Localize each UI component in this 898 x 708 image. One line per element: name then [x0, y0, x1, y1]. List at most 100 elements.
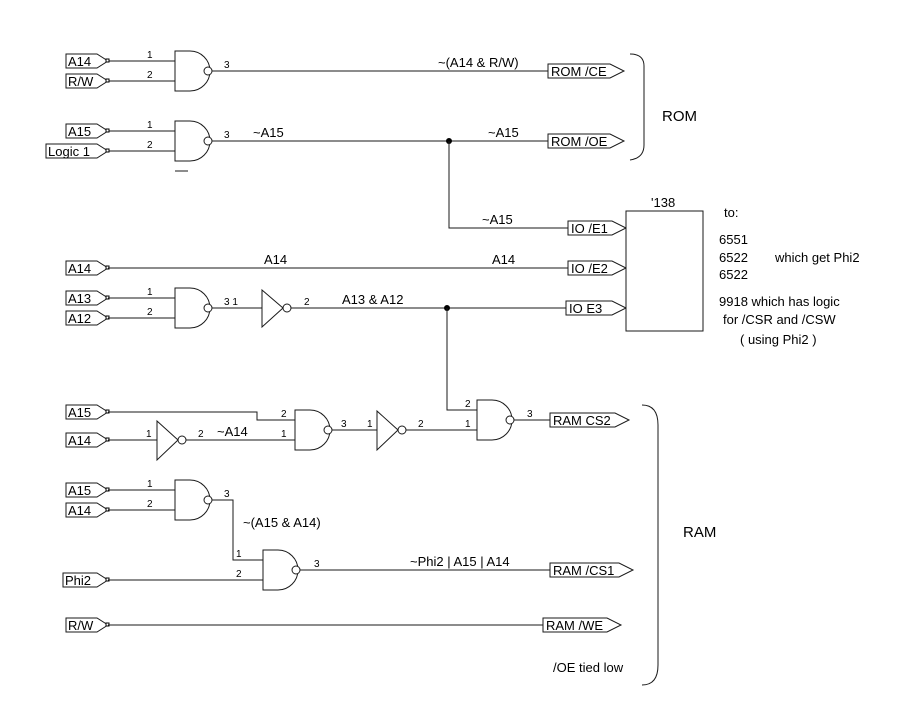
port-label: RAM /CS1	[553, 563, 614, 578]
port-label: Phi2	[65, 573, 91, 588]
net-label: A14	[492, 252, 515, 267]
port-label: A14	[68, 261, 91, 276]
note-phi2: which get Phi2	[774, 250, 860, 265]
wire	[212, 499, 263, 561]
pin-number: 1	[367, 419, 373, 430]
input-port-a15-ram1: A15	[65, 404, 109, 420]
output-port-io-e3: IO E3	[565, 300, 628, 316]
pin-number: 2	[147, 307, 153, 318]
inverter-ram	[376, 409, 407, 452]
net-label: ~A15	[482, 212, 513, 227]
pin-number: 3	[314, 559, 320, 570]
output-port-rom-ce: ROM /CE	[547, 63, 626, 79]
nand-gate-ram-a	[294, 409, 333, 451]
pin-number: 1	[465, 419, 471, 430]
pin-number: 2	[198, 429, 204, 440]
port-label: A14	[68, 433, 91, 448]
note-to: to:	[724, 205, 738, 220]
output-port-io-e1: IO /E1	[567, 220, 628, 236]
nand-gate-rom-oe	[174, 120, 213, 162]
pin-number: 1	[146, 429, 152, 440]
port-label: R/W	[68, 74, 94, 89]
pin-number: 1	[147, 120, 153, 131]
pin-number: 1	[147, 287, 153, 298]
output-port-ram-we: RAM /WE	[542, 617, 623, 633]
net-label: ~A15	[488, 125, 519, 140]
port-label: A12	[68, 311, 91, 326]
net-label: ~(A14 & R/W)	[438, 55, 519, 70]
pin-number: 1	[281, 429, 287, 440]
net-label: ~A15	[253, 125, 284, 140]
pin-number: 2	[147, 140, 153, 151]
port-label: A14	[68, 503, 91, 518]
port-label: Logic 1	[48, 144, 90, 159]
pin-number: 3	[224, 489, 230, 500]
output-port-rom-oe: ROM /OE	[547, 133, 626, 149]
nand-gate-ram-cs1	[262, 549, 301, 591]
wire	[448, 141, 568, 229]
oe-note: /OE tied low	[553, 660, 624, 675]
wire	[446, 308, 477, 411]
port-label: R/W	[68, 618, 94, 633]
pin-number: 1	[147, 479, 153, 490]
wire	[108, 489, 175, 511]
note-9918: ( using Phi2 )	[740, 332, 817, 347]
inverter-a13-a12	[261, 288, 292, 329]
port-label: ROM /OE	[551, 134, 608, 149]
pin-number: 2	[147, 499, 153, 510]
wire	[108, 130, 175, 152]
pin-number: 2	[147, 70, 153, 81]
output-port-io-e2: IO /E2	[567, 260, 628, 276]
port-label: A13	[68, 291, 91, 306]
pin-number: 2	[281, 409, 287, 420]
input-port-phi2: Phi2	[62, 572, 109, 588]
input-port-logic1: Logic 1	[45, 143, 109, 159]
pin-number: 3	[527, 409, 533, 420]
input-port-a14-io: A14	[65, 260, 109, 276]
wire	[108, 297, 175, 319]
nand-gate-rom-ce	[174, 50, 213, 92]
pin-number: 1	[236, 549, 242, 560]
input-port-a14-ram2: A14	[65, 502, 109, 518]
net-label: A14	[264, 252, 287, 267]
rom-brace	[629, 53, 645, 161]
port-label: A15	[68, 405, 91, 420]
note-chip: 6522	[719, 267, 748, 282]
inverter-a14	[156, 419, 187, 462]
port-label: IO /E2	[571, 261, 608, 276]
input-port-a14-ram1: A14	[65, 432, 109, 448]
wire	[108, 411, 295, 421]
output-port-ram-cs2: RAM CS2	[549, 412, 631, 428]
port-label: ROM /CE	[551, 64, 607, 79]
nand-gate-ram-cs2	[476, 399, 515, 441]
pin-number: 3	[224, 60, 230, 71]
decoder-label: '138	[651, 195, 675, 210]
input-port-a15-ram2: A15	[65, 482, 109, 498]
decoder-138	[625, 210, 704, 332]
input-port-rw-rom: R/W	[65, 73, 109, 89]
port-label: A14	[68, 54, 91, 69]
port-label: IO /E1	[571, 221, 608, 236]
note-chip: 6522	[719, 250, 748, 265]
output-port-ram-cs1: RAM /CS1	[549, 562, 635, 578]
nand-gate-a15-a14	[174, 479, 213, 521]
pin-number: 1	[147, 50, 153, 61]
net-label: ~Phi2 | A15 | A14	[410, 554, 510, 569]
input-port-a15-rom: A15	[65, 123, 109, 139]
port-label: A15	[68, 124, 91, 139]
input-port-a12: A12	[65, 310, 109, 326]
input-port-a13: A13	[65, 290, 109, 306]
port-label: IO E3	[569, 301, 602, 316]
pin-number: 2	[236, 569, 242, 580]
pin-number: 2	[304, 297, 310, 308]
pin-number: 3 1	[224, 297, 238, 308]
port-label: RAM CS2	[553, 413, 611, 428]
nand-gate-a13-a12	[174, 287, 213, 329]
note-9918: 9918 which has logic	[719, 294, 840, 309]
input-port-rw-ram: R/W	[65, 617, 109, 633]
note-chip: 6551	[719, 232, 748, 247]
port-label: A15	[68, 483, 91, 498]
pin-number: 3	[341, 419, 347, 430]
pin-number: 2	[418, 419, 424, 430]
